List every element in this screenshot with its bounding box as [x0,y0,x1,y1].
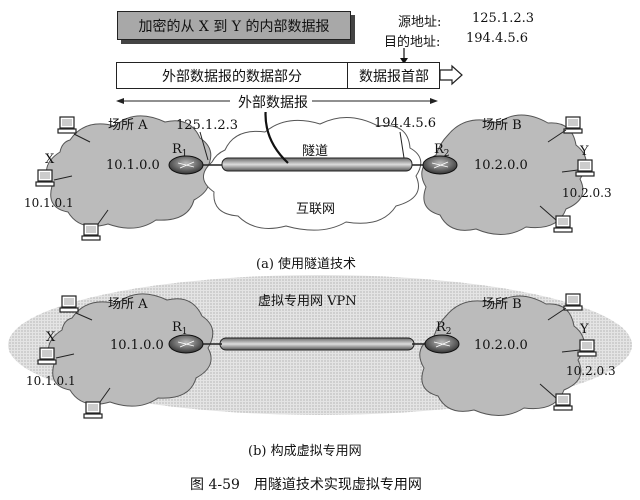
network-b-label: 10.2.0.0 [474,158,528,173]
router-r2-label: R2 [434,142,450,159]
computer-a3-b [83,387,111,419]
site-b-label: 场所 B [482,118,522,133]
caption-a: (a) 使用隧道技术 [256,257,357,272]
host-y-address-b: 10.2.0.3 [566,364,616,378]
dest-address-value: 194.4.5.6 [466,31,529,46]
computer-b1-b [547,293,583,321]
outer-datagram-packet: 外部数据报的数据部分 数据报首部 [116,62,440,89]
r2-address-label: 194.4.5.6 [374,116,437,131]
computer-x-b [37,347,75,365]
r1-address-label: 125.1.2.3 [176,118,239,133]
computer-a1-b [59,295,93,321]
direction-arrow [439,64,463,86]
computer-x-a [35,169,73,187]
host-y-label: Y [580,144,589,159]
vpn-title: 虚拟专用网 VPN [258,294,357,309]
host-y-address: 10.2.0.3 [562,186,612,200]
outer-data-part: 外部数据报的数据部分 [117,63,348,88]
host-y-label-b: Y [580,322,589,337]
site-b-cloud-b [419,295,585,416]
tunnel-a [221,157,413,172]
router-r2-label-b: R2 [436,320,452,337]
outer-datagram-label: 外部数据报 [234,92,312,112]
site-a-label: 场所 A [108,118,148,133]
host-x-label: X [45,152,55,167]
host-x-address-b: 10.1.0.1 [26,374,76,388]
internet-label: 互联网 [296,202,336,217]
network-a-label-b: 10.1.0.0 [110,338,164,353]
source-address-label: 源地址: [398,15,442,30]
source-address-value: 125.1.2.3 [472,11,535,26]
vpn-tunnel [219,337,415,351]
computer-a3 [81,209,109,241]
computer-y-a [561,159,595,177]
site-b-label-b: 场所 B [482,297,522,312]
computer-a1 [57,116,91,143]
encrypted-inner-datagram: 加密的从 X 到 Y 的内部数据报 [117,11,351,40]
figure-caption: 图 4-59 用隧道技术实现虚拟专用网 [190,477,422,493]
outer-header-part: 数据报首部 [359,68,429,85]
dest-address-label: 目的地址: [384,35,441,50]
caption-b: (b) 构成虚拟专用网 [248,444,362,459]
network-a-label: 10.1.0.0 [106,158,160,173]
router-r1-label-b: R1 [172,320,188,337]
network-b-label-b: 10.2.0.0 [474,338,528,353]
computer-b3 [539,205,573,233]
computer-b1 [547,116,583,143]
tunnel-label: 隧道 [302,144,329,159]
computer-b3-b [539,383,573,411]
host-x-label-b: X [46,330,56,345]
internet-cloud [203,117,422,231]
router-r1-label: R1 [172,142,188,159]
computer-y-b [561,339,597,357]
host-x-address: 10.1.0.1 [24,196,74,210]
site-a-label-b: 场所 A [108,297,148,312]
site-b-cloud [421,114,587,235]
